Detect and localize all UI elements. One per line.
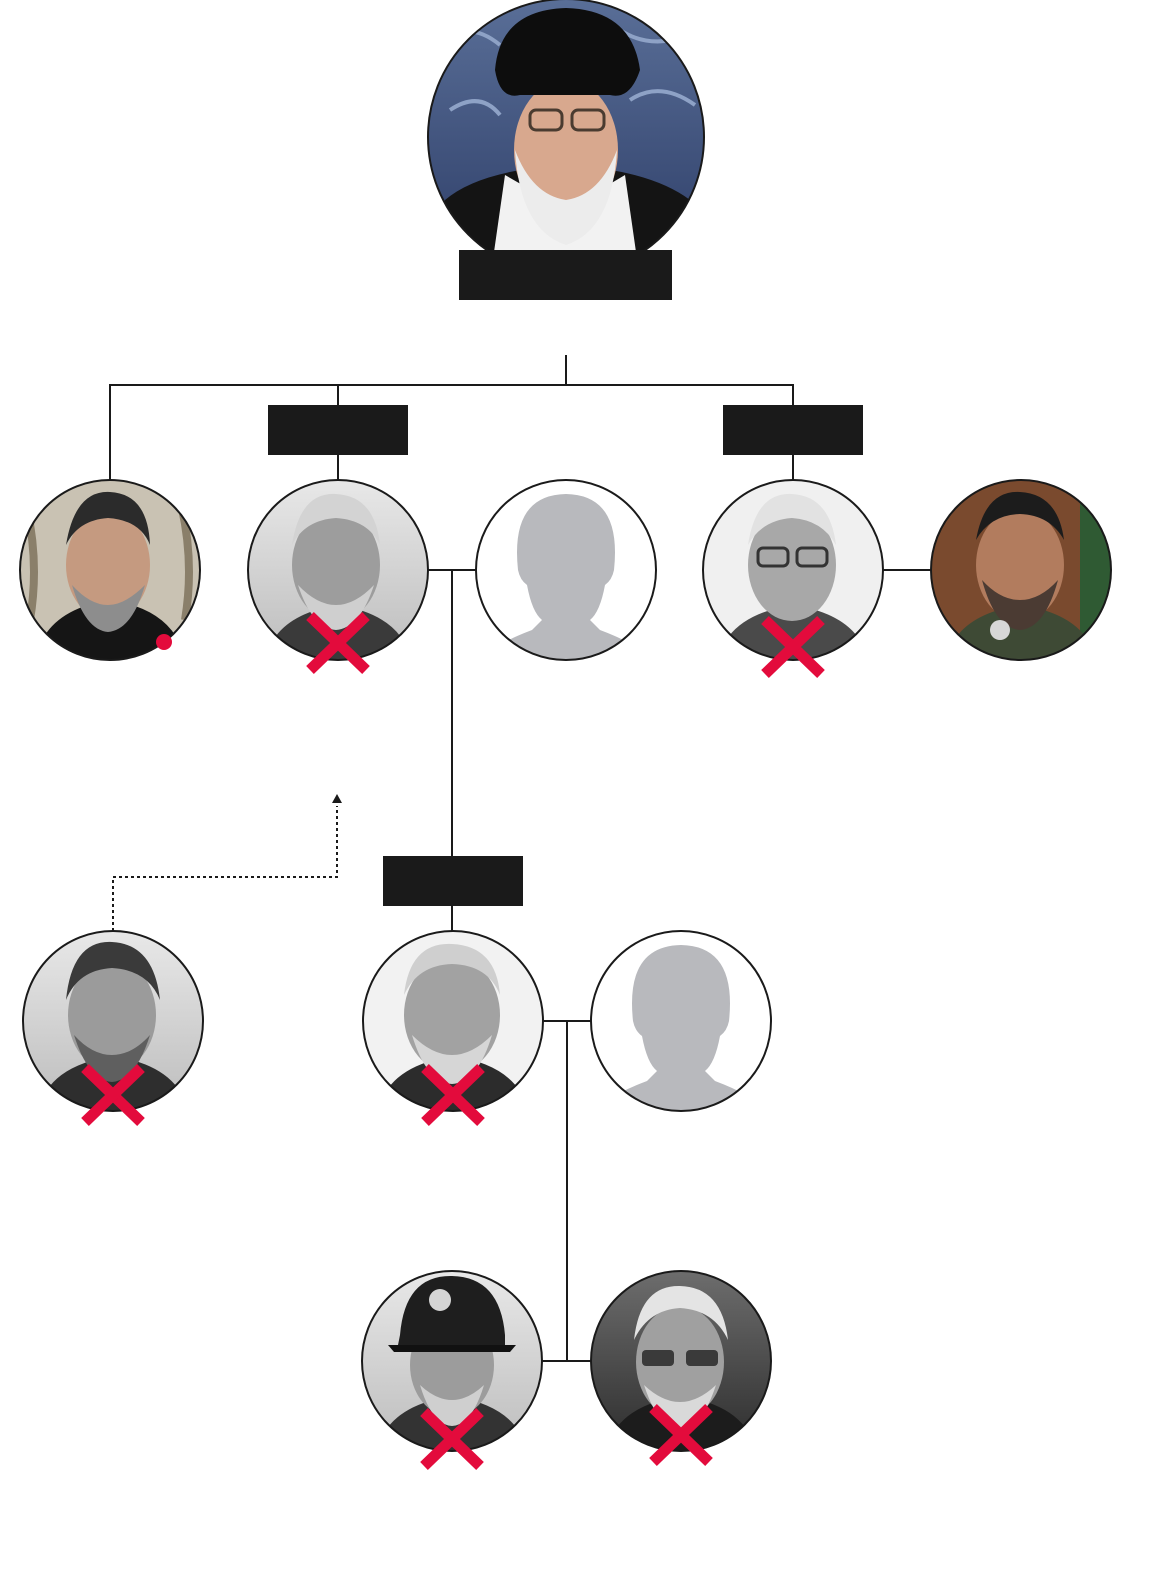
label-left-branch: [268, 405, 408, 455]
dotted-arrow-line: [112, 806, 338, 931]
label-right-branch: [723, 405, 863, 455]
placeholder-silhouette-1: [475, 479, 657, 661]
portrait-quds-commander: [590, 1270, 772, 1452]
portrait-aerospace-commander: [361, 1270, 543, 1452]
portrait-defense-minister: [930, 479, 1112, 661]
placeholder-silhouette-2: [590, 930, 772, 1112]
injured-dot-marker: [156, 634, 172, 650]
label-top: [459, 250, 672, 300]
portrait-scientist: [22, 930, 204, 1112]
killed-markers: [81, 612, 825, 1470]
portrait-advisor: [19, 479, 201, 661]
cross-scientist: [81, 1064, 145, 1126]
portrait-commander-left: [247, 479, 429, 661]
cross-commander-left: [306, 612, 370, 674]
cross-irgc-commander: [421, 1064, 485, 1126]
label-lower-branch: [383, 856, 523, 906]
cross-chief-of-staff: [761, 616, 825, 678]
portrait-chief-of-staff: [702, 479, 884, 661]
cross-aerospace-commander: [420, 1408, 484, 1470]
cross-quds-commander: [649, 1404, 713, 1466]
portrait-irgc-commander: [362, 930, 544, 1112]
dotted-arrow-head: [332, 794, 342, 803]
portrait-supreme-leader: [427, 0, 705, 276]
